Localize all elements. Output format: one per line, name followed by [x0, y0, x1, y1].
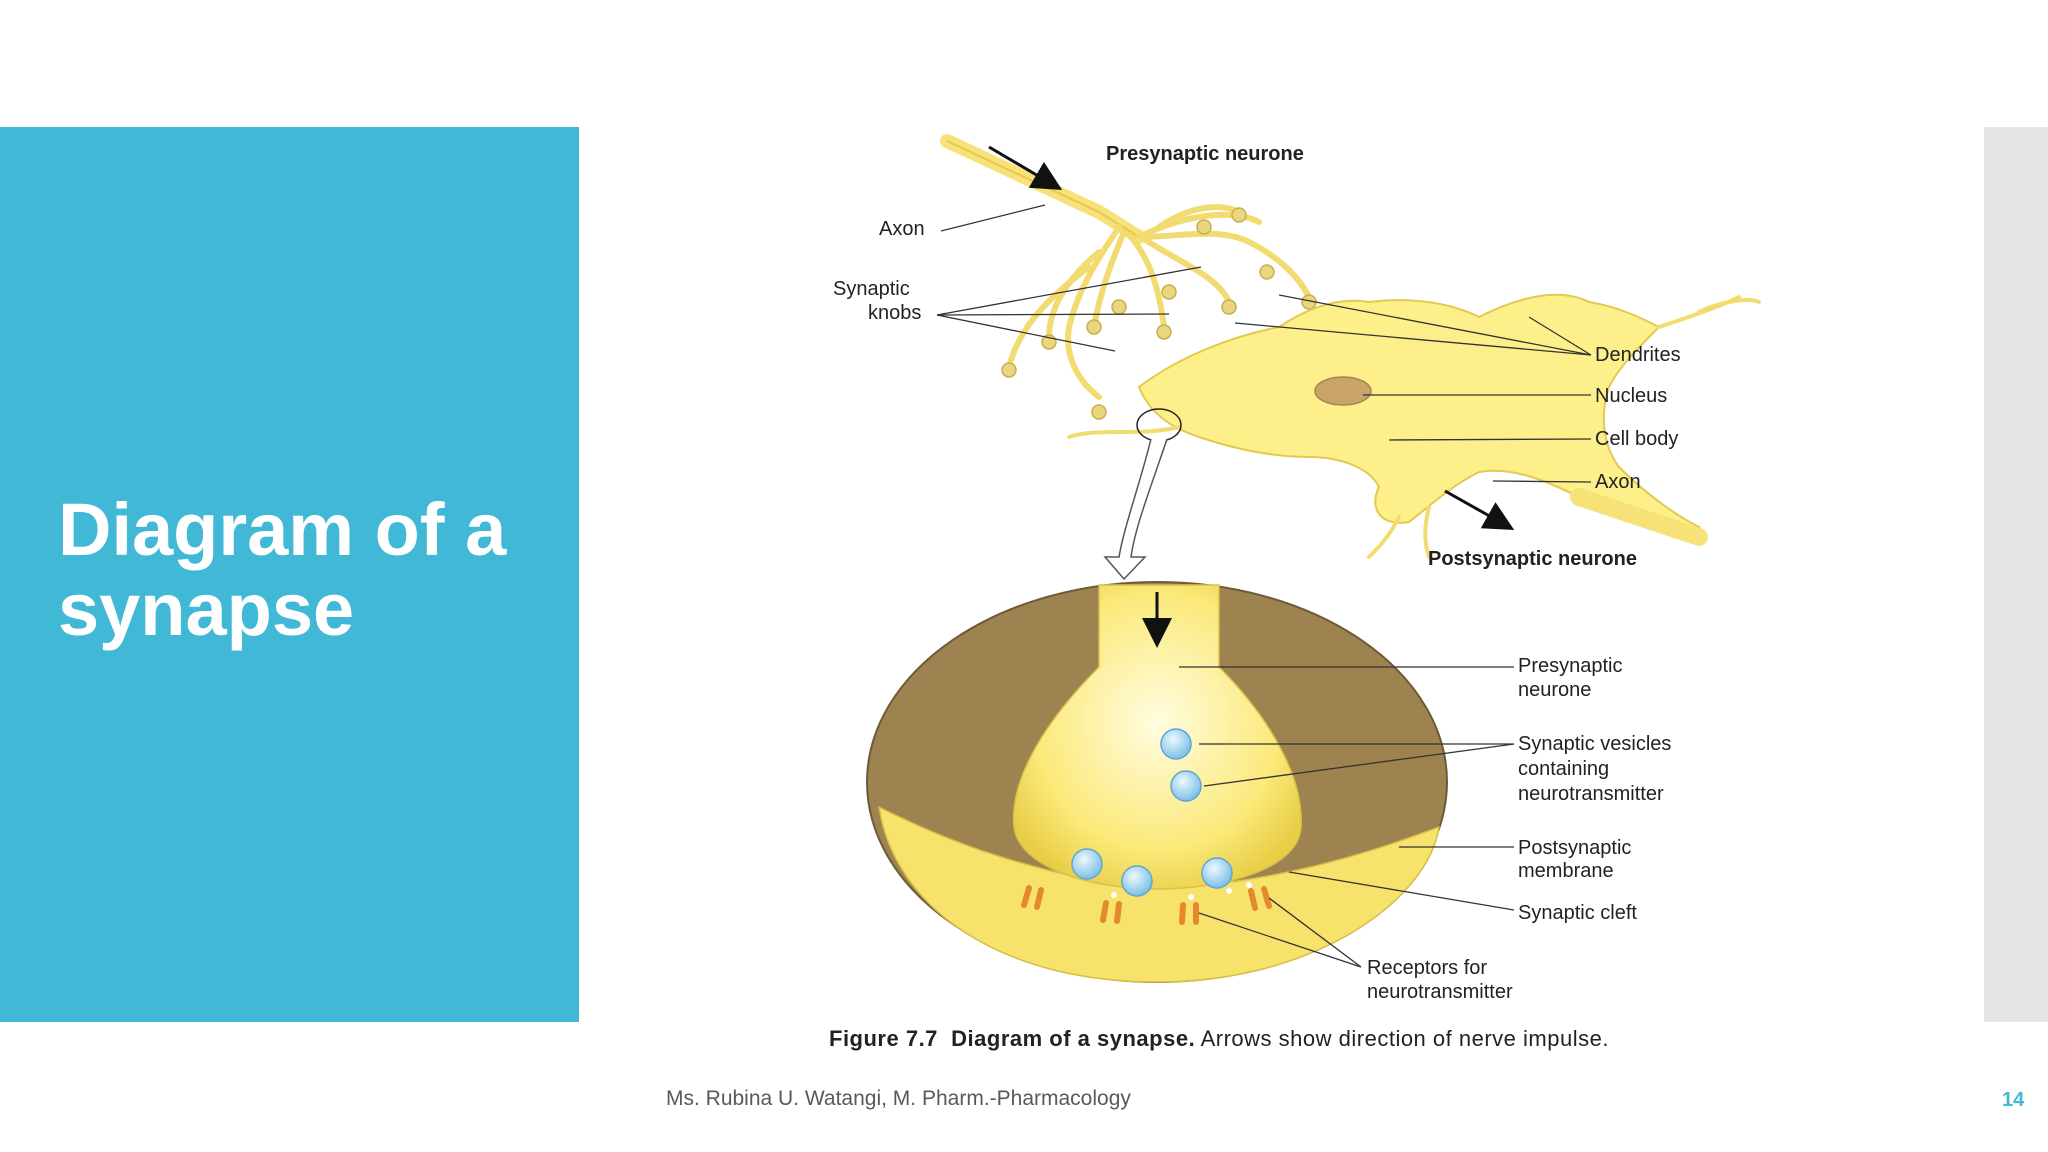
label-postsynaptic-neurone: Postsynaptic neurone [1428, 548, 1637, 570]
label-postsynaptic-membrane-2: membrane [1518, 860, 1614, 882]
label-synaptic-knobs-2: knobs [868, 302, 921, 324]
caption-text: Arrows show direction of nerve impulse. [1201, 1026, 1609, 1051]
label-vesicles-1: Synaptic vesicles [1518, 733, 1671, 755]
label-axon-right: Axon [1595, 471, 1641, 493]
label-axon-top: Axon [879, 218, 925, 240]
caption-number: Figure 7.7 [829, 1026, 938, 1051]
zoom-arrow [1105, 439, 1167, 579]
label-dendrites: Dendrites [1595, 344, 1681, 366]
label-cell-body: Cell body [1595, 428, 1678, 450]
synapse-enlarged-view [867, 582, 1447, 982]
label-presynaptic-neurone-2: neurone [1518, 679, 1591, 701]
synapse-diagram-svg: Presynaptic neurone Axon Synaptic knobs … [579, 127, 1984, 1027]
label-postsynaptic-membrane-1: Postsynaptic [1518, 837, 1631, 859]
label-receptors-1: Receptors for [1367, 957, 1487, 979]
nucleus [1315, 377, 1371, 405]
label-presynaptic-neurone-1: Presynaptic [1518, 655, 1623, 677]
right-accent-strip [1984, 127, 2048, 1022]
label-vesicles-3: neurotransmitter [1518, 783, 1664, 805]
postsynaptic-cell-body [1069, 295, 1759, 557]
figure-caption: Figure 7.7 Diagram of a synapse. Arrows … [829, 1026, 1709, 1052]
label-presynaptic-neurone-top: Presynaptic neurone [1106, 143, 1304, 165]
impulse-arrow-post [1445, 491, 1509, 527]
label-synaptic-knobs-1: Synaptic [833, 278, 910, 300]
caption-title: Diagram of a synapse. [951, 1026, 1195, 1051]
footer-author: Ms. Rubina U. Watangi, M. Pharm.-Pharmac… [666, 1087, 1131, 1111]
slide-title: Diagram of a synapse [58, 490, 568, 650]
synapse-figure: Presynaptic neurone Axon Synaptic knobs … [579, 127, 1984, 1087]
page-number: 14 [2002, 1089, 2024, 1112]
label-synaptic-cleft: Synaptic cleft [1518, 902, 1637, 924]
label-receptors-2: neurotransmitter [1367, 981, 1513, 1003]
label-vesicles-2: containing [1518, 758, 1609, 780]
label-nucleus: Nucleus [1595, 385, 1667, 407]
